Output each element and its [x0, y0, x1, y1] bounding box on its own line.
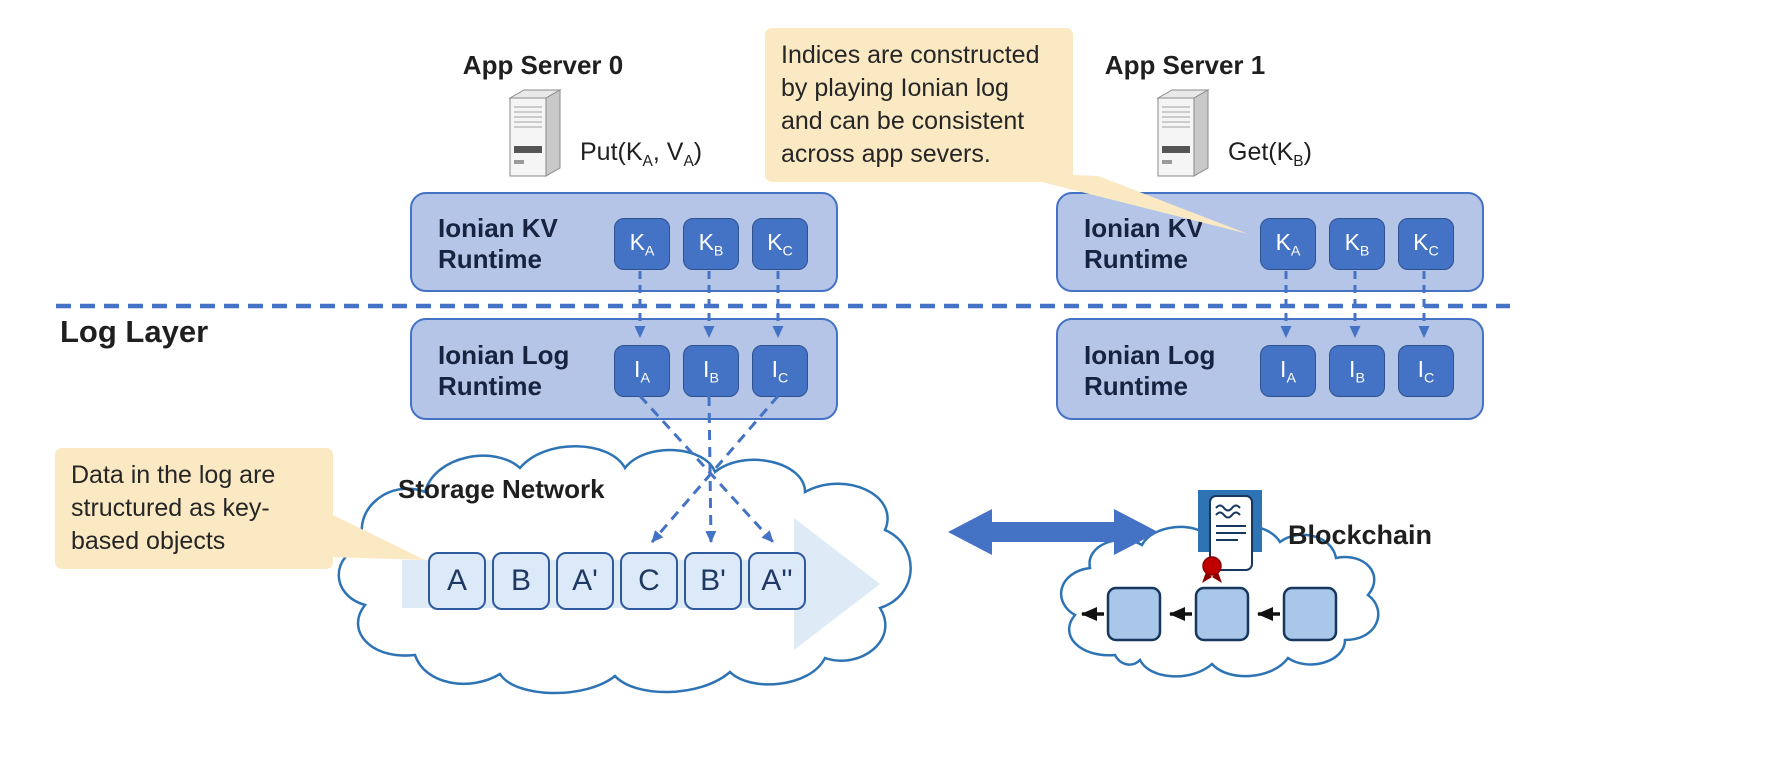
log-runtime-panel-left: Ionian Log Runtime IA IB IC	[410, 318, 838, 420]
log-item-a1: A'	[556, 552, 614, 610]
kv-runtime-panel-right: Ionian KV Runtime KA KB KC	[1056, 192, 1484, 292]
app-server-0-label: App Server 0	[462, 50, 624, 80]
log-runtime-title: Ionian Log Runtime	[438, 340, 570, 401]
log-chip-ia: IA	[614, 345, 670, 397]
log-item-c: C	[620, 552, 678, 610]
kv-runtime-title: Ionian KV Runtime	[1084, 213, 1204, 274]
log-item-b1: B'	[684, 552, 742, 610]
chain-block	[1194, 586, 1250, 642]
kv-chip-ka: KA	[614, 218, 670, 270]
callout-indices-line: across app severs.	[781, 140, 991, 168]
server-icon-0	[508, 89, 562, 177]
log-item-a2: A''	[748, 552, 806, 610]
callout-indices-line: by playing Ionian log	[781, 74, 1009, 102]
callout-indices: Indices are constructed by playing Ionia…	[765, 28, 1073, 182]
get-operation-label: Get(KB)	[1228, 138, 1312, 170]
callout-log-data-line: based objects	[71, 527, 226, 555]
kv-chip-ka: KA	[1260, 218, 1316, 270]
get-op-text: Get(K	[1228, 138, 1294, 166]
storage-blockchain-double-arrow	[948, 509, 1158, 555]
log-layer-label: Log Layer	[60, 314, 209, 349]
log-chip-ib: IB	[683, 345, 739, 397]
callout-log-data-line: Data in the log are	[71, 461, 276, 489]
log-item-a: A	[428, 552, 486, 610]
log-chip-ia: IA	[1260, 345, 1316, 397]
kv-chip-kb: KB	[683, 218, 739, 270]
chain-block	[1282, 586, 1338, 642]
chain-block	[1106, 586, 1162, 642]
log-chip-ib: IB	[1329, 345, 1385, 397]
log-runtime-title: Ionian Log Runtime	[1084, 340, 1216, 401]
put-operation-label: Put(KA, VA)	[580, 138, 703, 170]
blockchain-label: Blockchain	[1288, 520, 1433, 550]
server-icon-1	[1156, 89, 1210, 177]
callout-log-data-line: structured as key-	[71, 494, 270, 522]
put-op-text: Put(K	[580, 138, 643, 166]
chain-blocks	[1106, 586, 1338, 642]
storage-network-label: Storage Network	[398, 474, 605, 504]
kv-chip-kb: KB	[1329, 218, 1385, 270]
log-chip-ic: IC	[752, 345, 808, 397]
callout-indices-line: Indices are constructed	[781, 41, 1040, 69]
callout-indices-line: and can be consistent	[781, 107, 1025, 135]
kv-runtime-panel-left: Ionian KV Runtime KA KB KC	[410, 192, 838, 292]
log-runtime-panel-right: Ionian Log Runtime IA IB IC	[1056, 318, 1484, 420]
log-item-b: B	[492, 552, 550, 610]
log-chip-ic: IC	[1398, 345, 1454, 397]
kv-runtime-title: Ionian KV Runtime	[438, 213, 558, 274]
app-server-1-label: App Server 1	[1104, 50, 1266, 80]
blockchain-contract-icon	[1198, 490, 1262, 583]
kv-chip-kc: KC	[1398, 218, 1454, 270]
kv-chip-kc: KC	[752, 218, 808, 270]
callout-log-data: Data in the log are structured as key- b…	[55, 448, 333, 569]
